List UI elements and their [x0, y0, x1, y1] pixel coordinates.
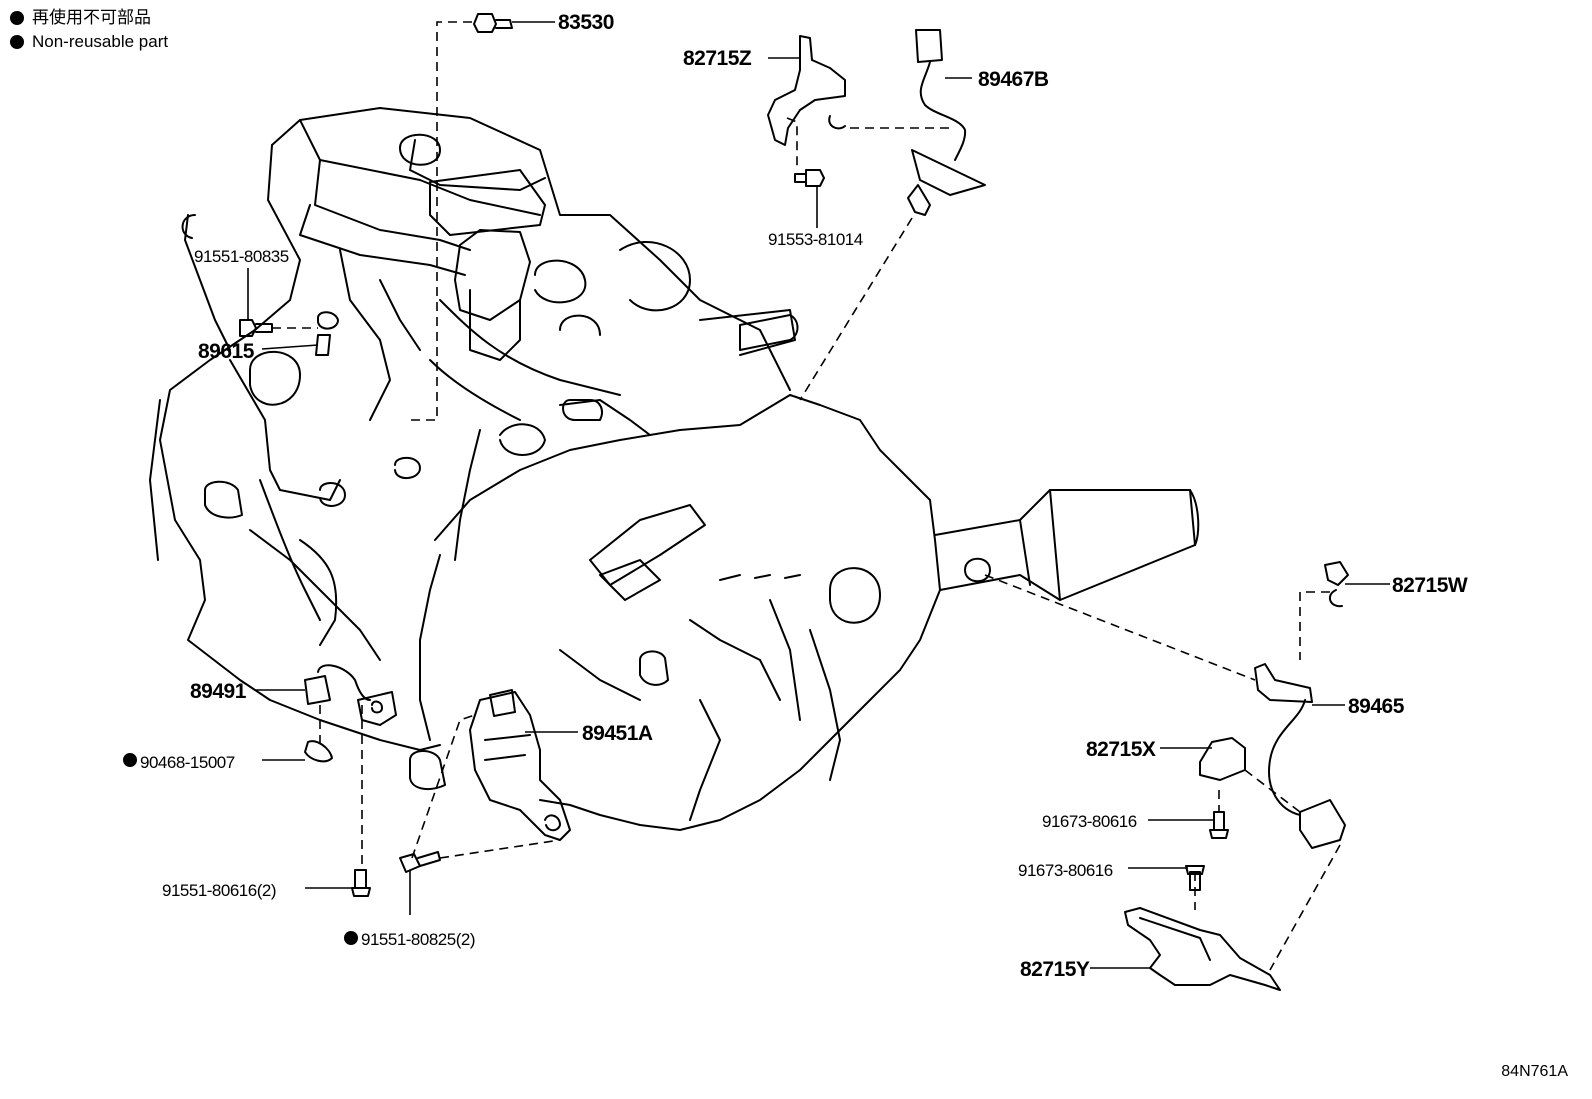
label-91673-80616-a: 91673-80616: [1042, 812, 1137, 831]
non-reusable-dot-90468: [123, 753, 137, 767]
label-82715Y: 82715Y: [1020, 958, 1090, 981]
neutral-start-switch-part: [469, 689, 571, 841]
label-89467B: 89467B: [978, 68, 1049, 91]
bolt-91551-80616-part: [351, 869, 371, 897]
label-82715Z: 82715Z: [683, 47, 752, 70]
bolt-91673-a-part: [1209, 811, 1229, 839]
label-leaders: [247, 21, 1390, 969]
bolt-91553-part: [794, 169, 825, 187]
label-91551-80616: 91551-80616(2): [162, 881, 276, 900]
clamp-w-part: [1324, 561, 1349, 608]
label-89491: 89491: [190, 680, 247, 703]
bullet-icon: [10, 11, 24, 25]
label-89465: 89465: [1348, 695, 1405, 718]
knock-sensor-part: [315, 311, 339, 356]
bullet-icon: [10, 35, 24, 49]
bracket-y-part: [1124, 907, 1281, 991]
transaxle-housing: [409, 314, 941, 831]
oxygen-sensor-part: [1254, 663, 1346, 849]
label-89451A: 89451A: [582, 722, 653, 745]
label-91553-81014: 91553-81014: [768, 230, 863, 249]
legend-jp-text: 再使用不可部品: [32, 8, 151, 27]
bolt-91551-80825-part: [399, 851, 441, 873]
label-91551-80835: 91551-80835: [194, 247, 289, 266]
dashed-leaders: [272, 21, 1341, 971]
oxygen-sensor-b-part: [907, 29, 986, 216]
label-83530: 83530: [558, 11, 614, 34]
figure-code: 84N761A: [1501, 1063, 1568, 1080]
oil-pressure-switch-part: [473, 13, 513, 33]
bolt-91673-b-part: [1185, 865, 1205, 891]
label-91551-80825: 91551-80825(2): [361, 930, 475, 949]
bracket-x-part: [1199, 737, 1246, 781]
non-reusable-markers: [123, 753, 358, 945]
legend-row-jp: 再使用不可部品: [10, 6, 168, 30]
clip-90468-part: [304, 740, 333, 763]
legend: 再使用不可部品 Non-reusable part: [10, 6, 168, 54]
legend-en-text: Non-reusable part: [32, 32, 169, 51]
driveshaft: [934, 489, 1200, 601]
legend-row-en: Non-reusable part: [10, 30, 168, 54]
label-82715W: 82715W: [1392, 574, 1468, 597]
part-labels: 83530 82715Z 89467B 91553-81014 91551-80…: [140, 11, 1468, 981]
crank-sensor-part: [304, 664, 397, 726]
label-89615: 89615: [198, 340, 255, 363]
label-90468-15007: 90468-15007: [140, 753, 235, 772]
label-82715X: 82715X: [1086, 738, 1156, 761]
sensor-bracket-z-part: [767, 35, 846, 146]
bolt-91551-80835-part: [239, 319, 273, 337]
non-reusable-dot-91551-80825: [344, 931, 358, 945]
label-91673-80616-b: 91673-80616: [1018, 861, 1113, 880]
engine-block: [149, 107, 796, 751]
